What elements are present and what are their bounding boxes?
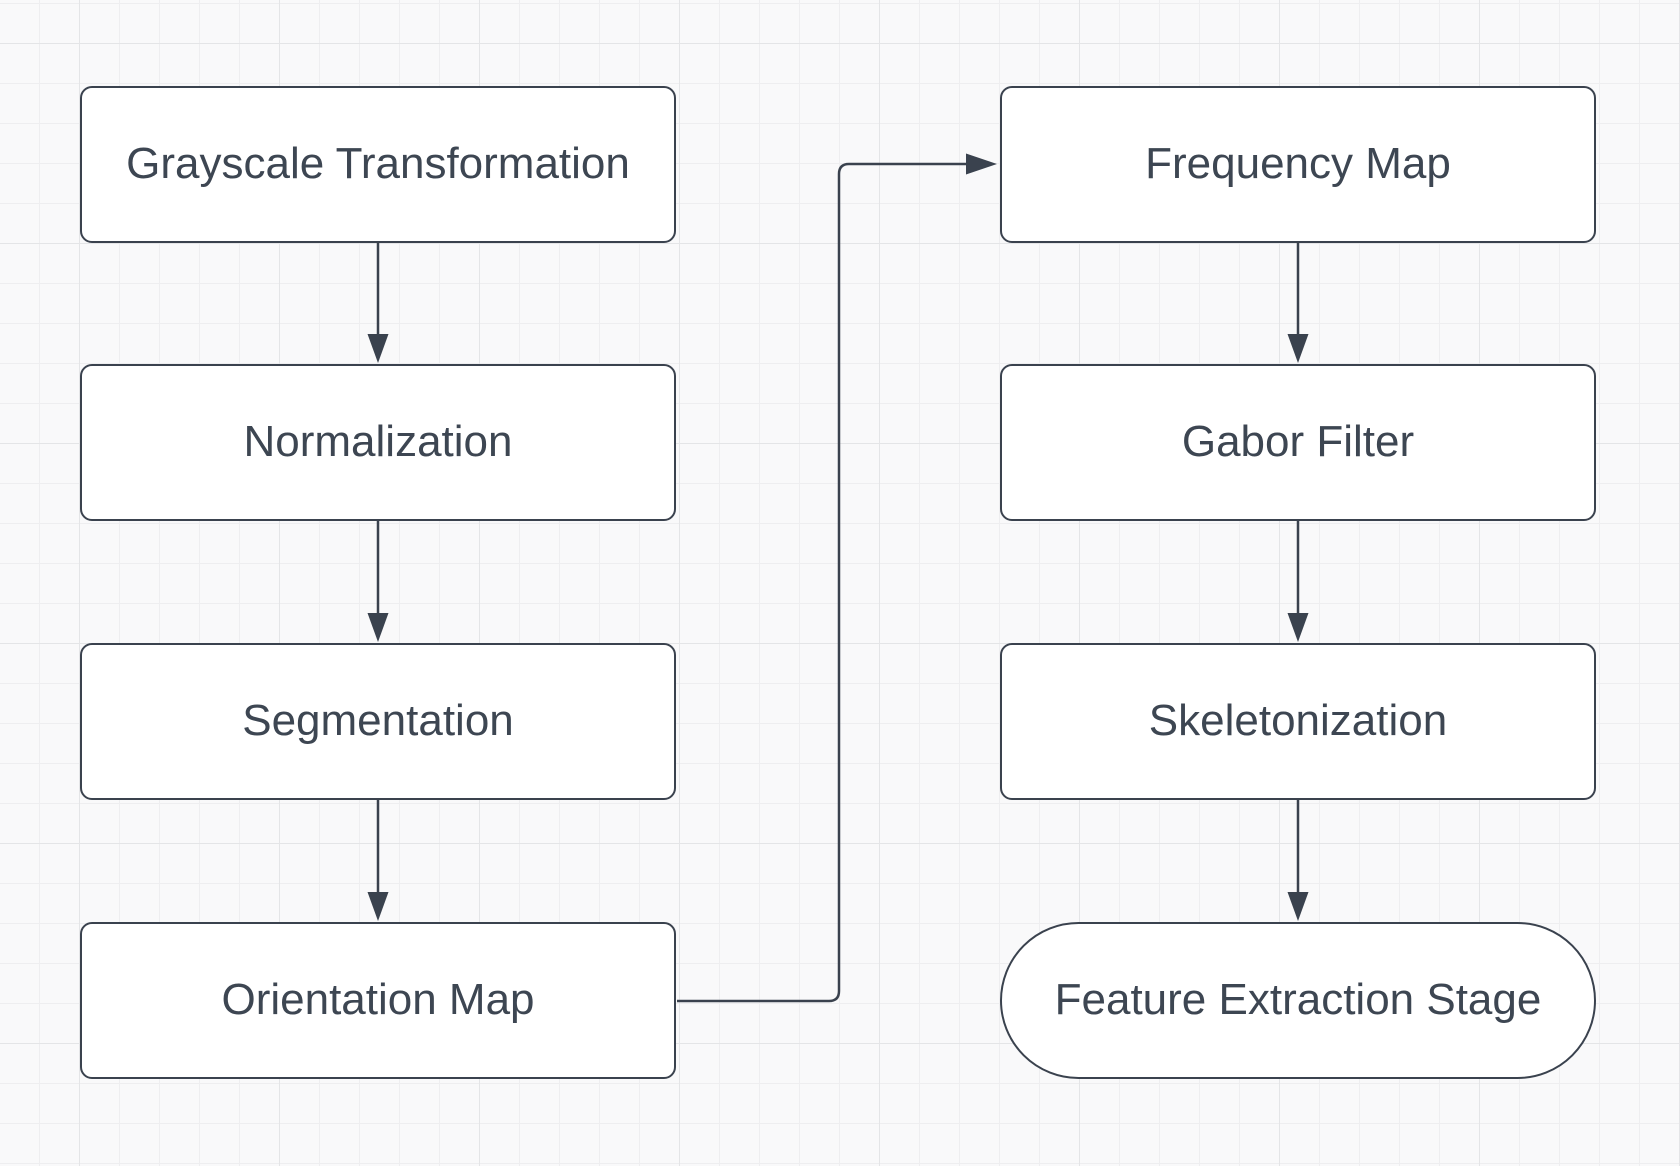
arrowhead-down-icon: [1287, 892, 1309, 921]
node-feature-extraction-stage[interactable]: Feature Extraction Stage: [1000, 922, 1596, 1079]
edge-frequency-map-to-gabor-filter[interactable]: [1287, 243, 1309, 363]
node-frequency-map[interactable]: Frequency Map: [1000, 86, 1596, 243]
node-label: Gabor Filter: [1181, 417, 1415, 467]
arrowhead-down-icon: [1287, 613, 1309, 642]
edge-elbow-line: [677, 162, 967, 1003]
node-label: Frequency Map: [1145, 139, 1451, 189]
node-skeletonization[interactable]: Skeletonization: [1000, 643, 1596, 800]
node-normalization[interactable]: Normalization: [80, 364, 676, 521]
edge-skeletonization-to-feature-extraction[interactable]: [1287, 800, 1309, 921]
edge-segmentation-to-orientation-map[interactable]: [367, 800, 389, 921]
node-label: Skeletonization: [1148, 696, 1448, 746]
arrowhead-down-icon: [367, 892, 389, 921]
node-label: Normalization: [243, 417, 513, 467]
node-gabor-filter[interactable]: Gabor Filter: [1000, 364, 1596, 521]
node-label: Feature Extraction Stage: [1054, 975, 1542, 1025]
arrowhead-down-icon: [367, 613, 389, 642]
edge-gabor-filter-to-skeletonization[interactable]: [1287, 521, 1309, 642]
node-segmentation[interactable]: Segmentation: [80, 643, 676, 800]
arrowhead-right-icon: [966, 153, 997, 175]
edge-grayscale-to-normalization[interactable]: [367, 243, 389, 363]
edge-orientation-map-to-frequency-map[interactable]: [677, 153, 997, 1003]
node-label: Orientation Map: [221, 975, 535, 1025]
node-label: Grayscale Transformation: [126, 139, 630, 189]
arrowhead-down-icon: [367, 334, 389, 363]
arrowhead-down-icon: [1287, 334, 1309, 363]
node-orientation-map[interactable]: Orientation Map: [80, 922, 676, 1079]
node-label: Segmentation: [242, 696, 514, 746]
node-grayscale-transformation[interactable]: Grayscale Transformation: [80, 86, 676, 243]
edge-normalization-to-segmentation[interactable]: [367, 521, 389, 642]
